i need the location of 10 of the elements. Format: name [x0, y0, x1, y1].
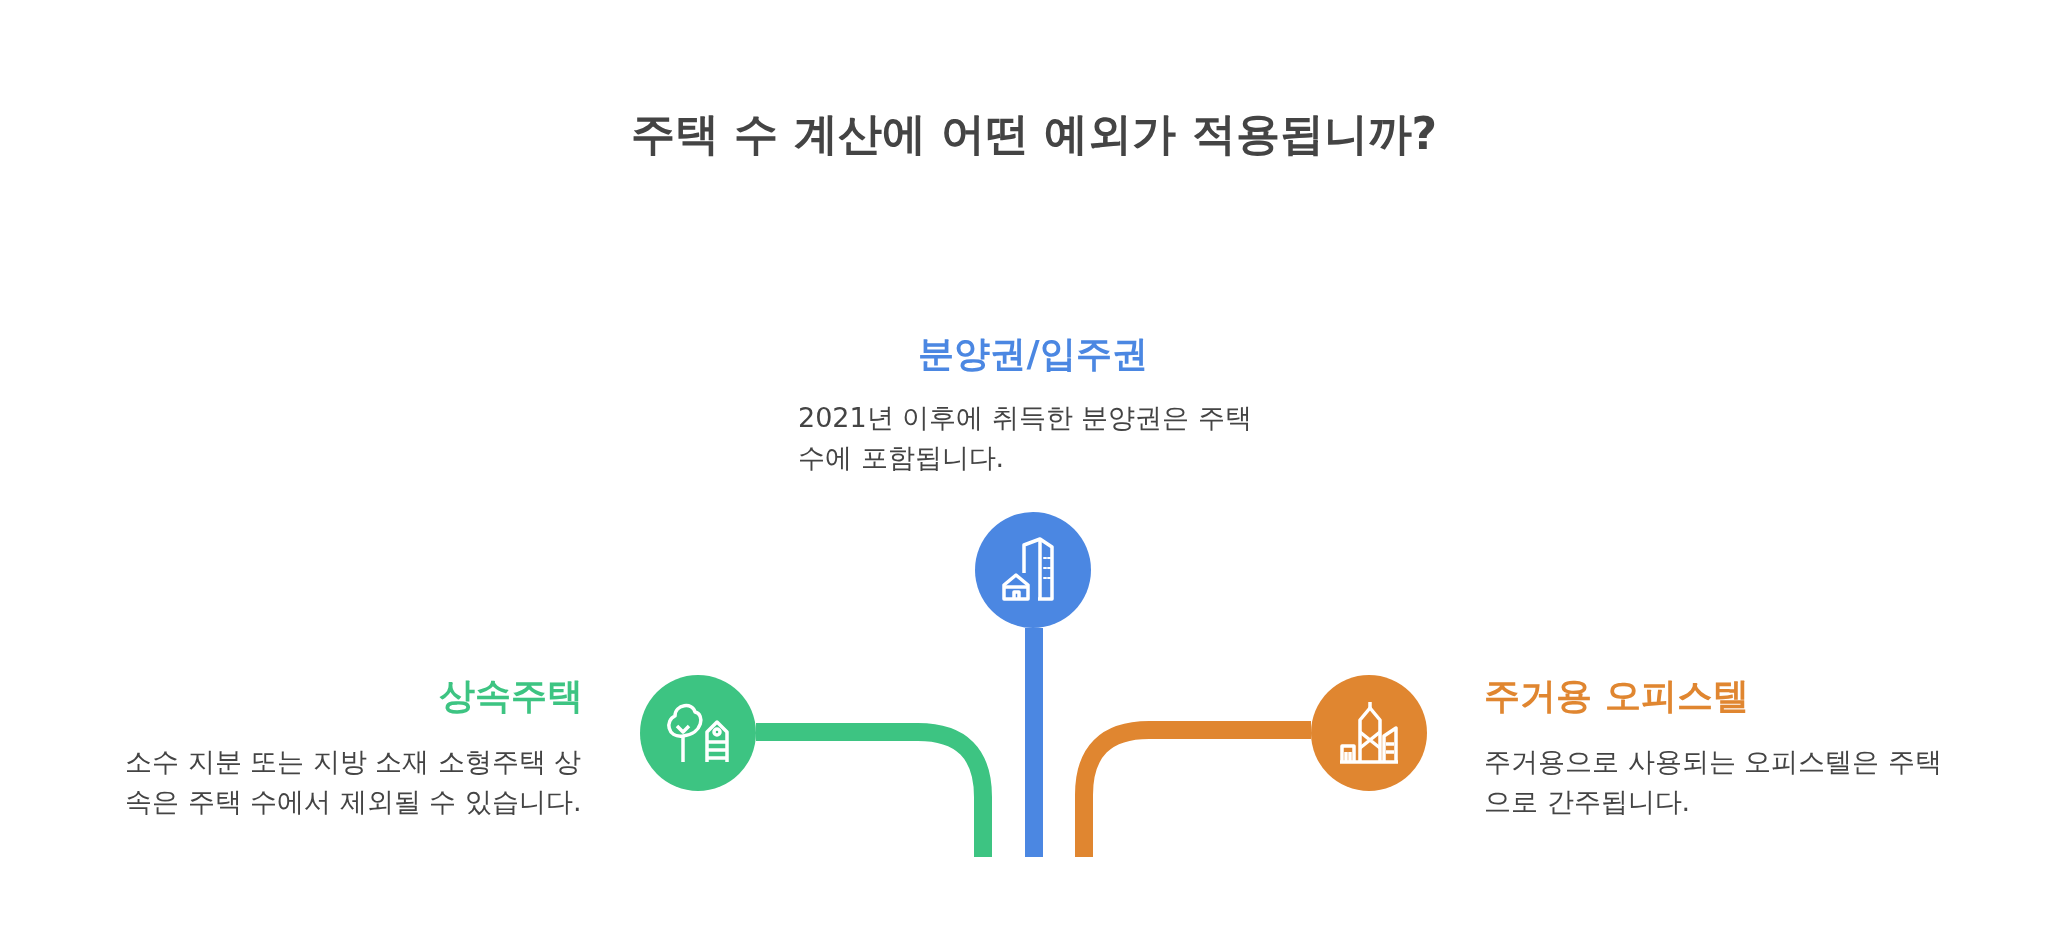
connector-line: [756, 723, 992, 857]
connector-line: [1075, 721, 1311, 857]
item-heading: 분양권/입주권: [917, 332, 1149, 376]
item-heading: 상속주택: [438, 674, 583, 718]
title: 주택 수 계산에 어떤 예외가 적용됩니까?: [629, 107, 1439, 161]
description-text: 소수 지분 또는 지방 소재 소형주택 상속은 주택 수에서 제외될 수 있습니다.: [125, 745, 583, 819]
item-heading: 주거용 오피스텔: [1484, 674, 1750, 718]
connector-line: [1025, 628, 1043, 857]
description-text: 2021년 이후에 취득한 분양권은 주택 수에 포함됩니다.: [798, 401, 1254, 475]
description-text: 주거용으로 사용되는 오피스텔은 주택으로 간주됩니다.: [1484, 745, 1943, 819]
